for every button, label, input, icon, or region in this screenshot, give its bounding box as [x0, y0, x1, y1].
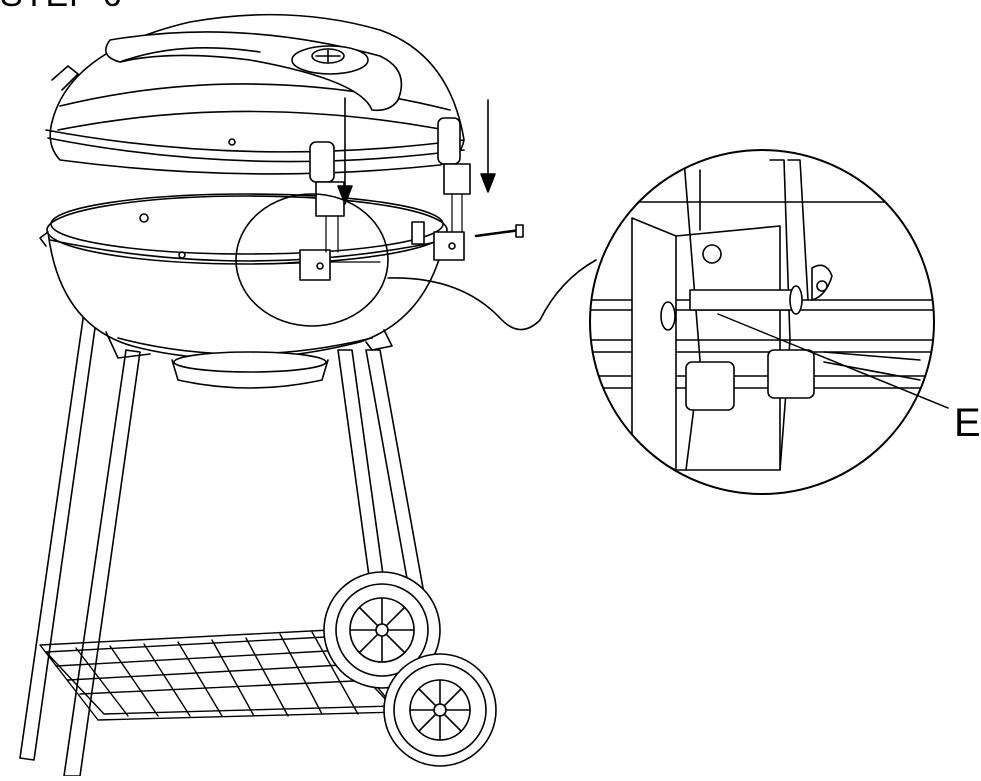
step-label: STEP 6 — [0, 0, 123, 15]
detail-circle-small — [236, 194, 388, 326]
grill-lid — [46, 15, 464, 174]
bracket-guides — [326, 194, 462, 252]
grill-bowl — [40, 194, 447, 388]
down-arrows — [338, 98, 495, 204]
callout-leaders — [718, 314, 948, 408]
grill-legs — [20, 312, 436, 776]
connector-line — [388, 260, 596, 330]
detail-circle-large — [590, 150, 934, 494]
callout-e-label: E — [954, 401, 981, 445]
front-wheel — [384, 654, 496, 766]
bolt-e — [476, 225, 523, 237]
zoom-detail — [580, 150, 960, 494]
rear-wheel — [324, 572, 440, 688]
